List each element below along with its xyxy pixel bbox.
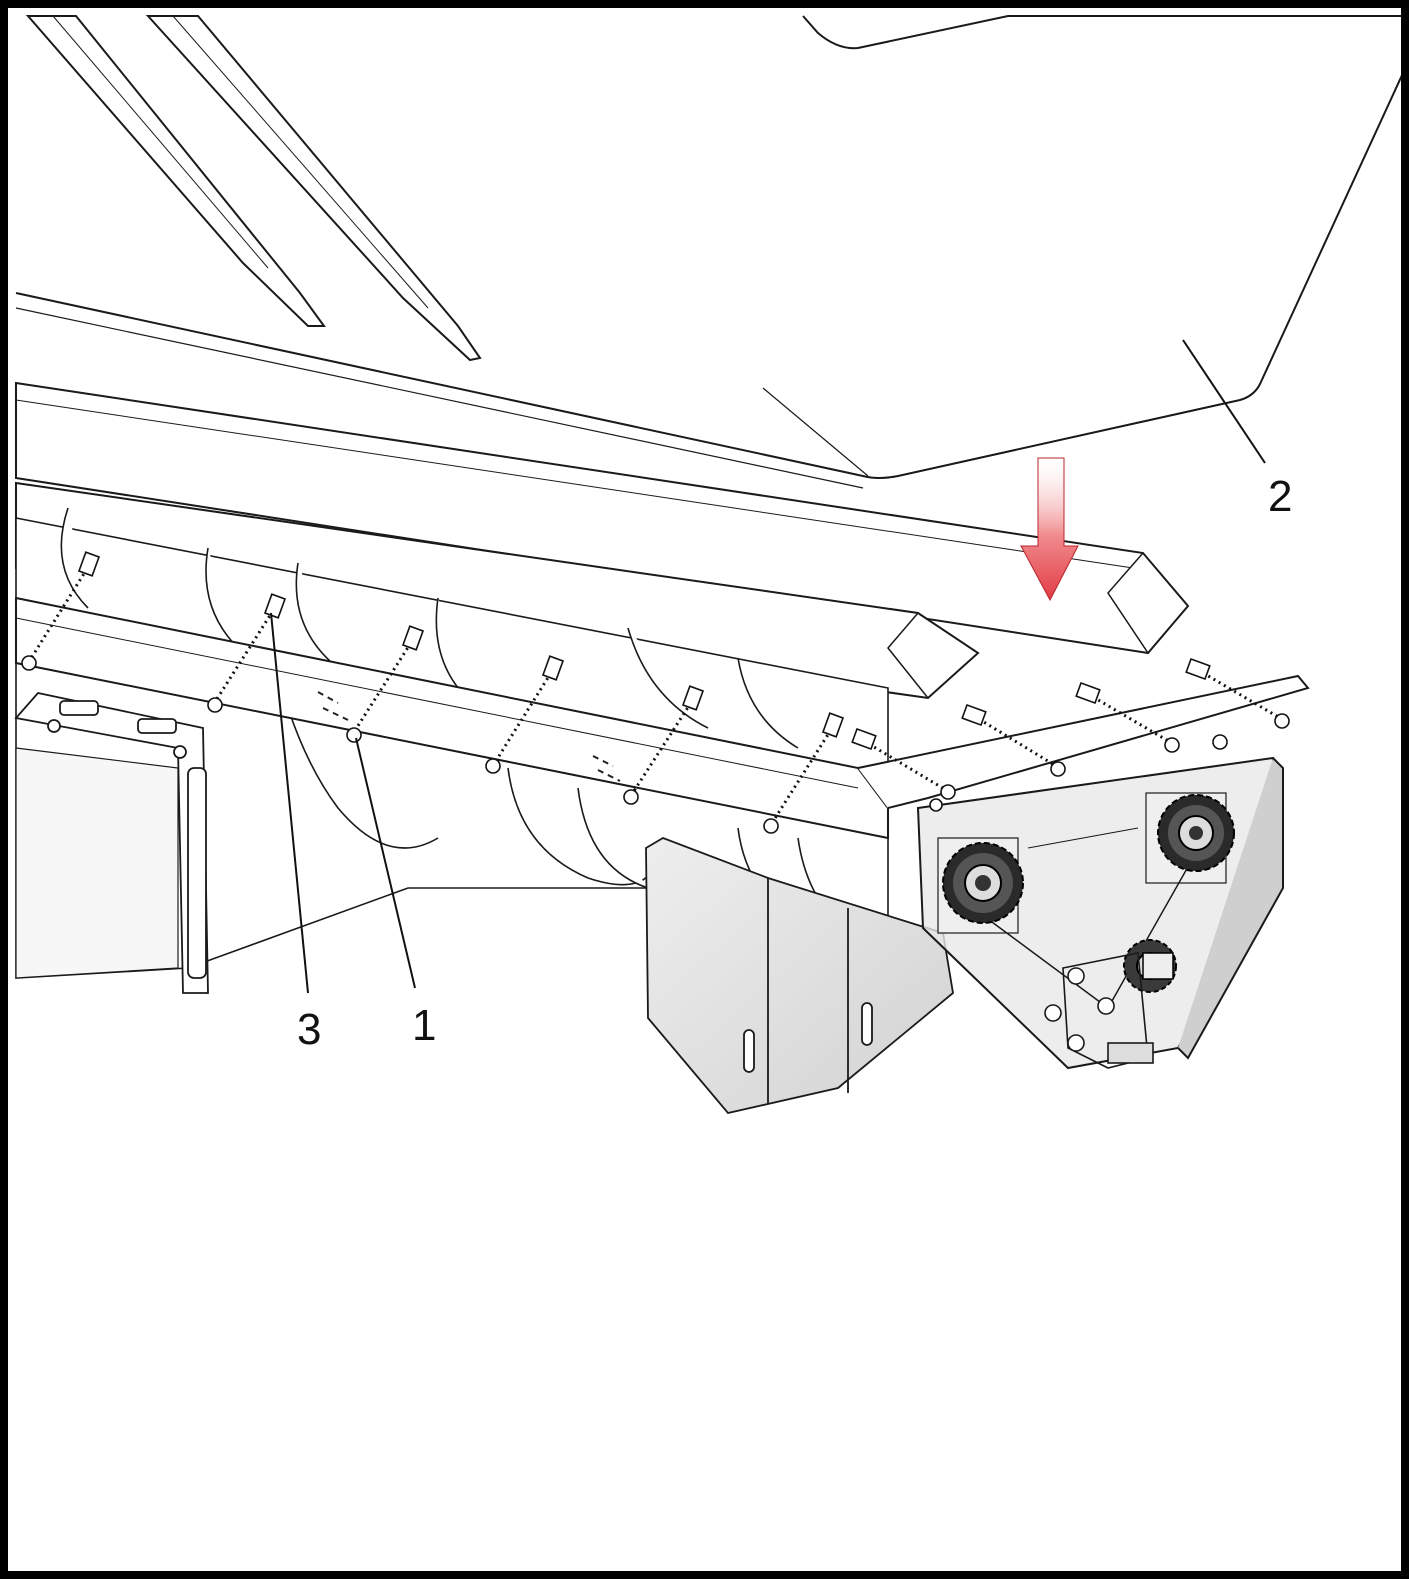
callout-label-2: 2 — [1268, 472, 1293, 521]
cover-hidden-edge — [762, 387, 869, 477]
fastener-1 — [21, 551, 101, 671]
spike-right — [145, 15, 482, 362]
drop-shield — [645, 837, 954, 1114]
sprocket-left — [942, 842, 1024, 924]
assembly-drawing — [14, 15, 1401, 1114]
cover-panel — [15, 15, 1401, 489]
callout-label-3: 3 — [297, 1005, 322, 1054]
fastener-4 — [485, 655, 565, 774]
lower-rail — [15, 596, 1310, 840]
fasteners — [21, 551, 1290, 834]
main-rail — [15, 381, 1190, 700]
fastener-8 — [961, 703, 1066, 777]
down-arrow-icon — [1020, 457, 1079, 602]
leader-lines — [270, 339, 1266, 994]
fastener-10 — [1185, 657, 1290, 729]
fastener-7 — [851, 727, 956, 800]
tensioner — [1044, 952, 1154, 1069]
spike-left — [25, 15, 326, 327]
fastener-6 — [763, 712, 845, 834]
fastener-9 — [1075, 681, 1180, 753]
sprocket-idler — [1123, 939, 1177, 993]
left-bracket — [14, 692, 209, 994]
sprocket-right — [1157, 794, 1235, 872]
fastener-5 — [623, 685, 705, 805]
callout-label-1: 1 — [412, 1001, 437, 1050]
fastener-3 — [346, 625, 425, 743]
hidden-slots — [317, 691, 621, 782]
